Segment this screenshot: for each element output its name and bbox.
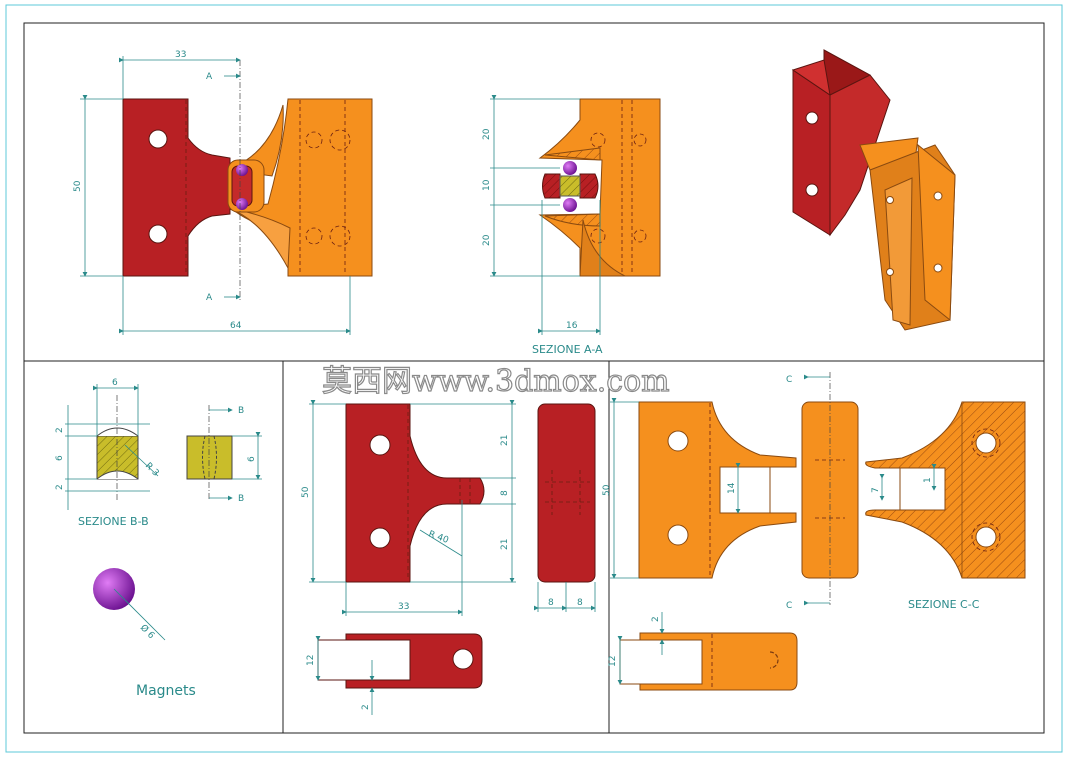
dim-red-8: 8 bbox=[500, 490, 510, 496]
magnets-view: Ø 6 Magnets bbox=[93, 568, 196, 699]
dim-red-side-8a: 8 bbox=[548, 598, 554, 608]
dim-aa-16: 16 bbox=[566, 321, 578, 331]
mark-a-bottom: A bbox=[206, 293, 213, 303]
watermark-text: 莫西网www.3dmox.com bbox=[322, 364, 670, 399]
dim-aa-10: 10 bbox=[482, 179, 492, 191]
dim-red-21-bottom: 21 bbox=[500, 539, 510, 550]
red-part-top-view: 12 2 bbox=[306, 633, 483, 715]
dim-bb-side-6: 6 bbox=[247, 456, 257, 462]
orange-part-middle-view: C C bbox=[786, 372, 859, 611]
mark-b-top: B bbox=[238, 406, 244, 416]
orange-part-front-view: 50 14 bbox=[602, 398, 797, 579]
dim-red-top-12: 12 bbox=[306, 655, 316, 666]
dim-bb-2-top: 2 bbox=[55, 427, 65, 433]
dim-orange-7: 7 bbox=[871, 487, 881, 493]
inner-frame bbox=[23, 22, 1045, 734]
dim-orange-1: 1 bbox=[923, 477, 933, 483]
section-bb-label: SEZIONE B-B bbox=[78, 515, 149, 528]
dim-red-21-top: 21 bbox=[500, 435, 510, 446]
dim-orange-50: 50 bbox=[602, 484, 612, 496]
section-bb-view: 6 2 6 2 R 3 SEZIONE B-B B B 6 bbox=[55, 378, 262, 528]
dim-bb-6-height: 6 bbox=[55, 455, 65, 461]
red-part-front-view: 21 8 21 50 33 R 40 bbox=[301, 400, 516, 616]
dim-front-50: 50 bbox=[73, 180, 83, 192]
dim-bb-6: 6 bbox=[112, 378, 118, 388]
mark-c-bottom: C bbox=[786, 601, 792, 611]
dim-red-top-2: 2 bbox=[361, 704, 371, 710]
section-aa-view: 20 10 20 16 SEZIONE A-A bbox=[482, 95, 661, 356]
mark-a-top: A bbox=[206, 72, 213, 82]
front-assembly-view: 33 50 64 A A bbox=[73, 50, 373, 335]
dim-red-33: 33 bbox=[398, 602, 409, 612]
dim-front-64: 64 bbox=[230, 321, 242, 331]
dim-orange-14: 14 bbox=[727, 482, 737, 494]
red-part-side-view: 8 8 bbox=[534, 403, 596, 612]
dim-aa-20-bottom: 20 bbox=[482, 234, 492, 246]
orange-part-top-view: 12 2 bbox=[608, 612, 798, 691]
dim-aa-20-top: 20 bbox=[482, 128, 492, 140]
magnets-label: Magnets bbox=[136, 683, 196, 699]
section-aa-label: SEZIONE A-A bbox=[532, 343, 603, 356]
section-cc-view: 7 1 SEZIONE C-C bbox=[865, 401, 1026, 611]
dim-magnet-diameter: Ø 6 bbox=[138, 622, 157, 641]
dim-orange-top-2: 2 bbox=[651, 616, 661, 622]
mark-b-bottom: B bbox=[238, 494, 244, 504]
dim-orange-top-12: 12 bbox=[608, 656, 618, 667]
dim-bb-2-bottom: 2 bbox=[55, 484, 65, 490]
dim-red-side-8b: 8 bbox=[577, 598, 583, 608]
mark-c-top: C bbox=[786, 375, 792, 385]
outer-frame bbox=[5, 4, 1063, 753]
isometric-view bbox=[791, 49, 956, 331]
dim-red-r40: R 40 bbox=[427, 529, 450, 546]
section-cc-label: SEZIONE C-C bbox=[908, 598, 980, 611]
dim-red-50: 50 bbox=[301, 486, 311, 498]
dim-front-33: 33 bbox=[175, 50, 186, 60]
